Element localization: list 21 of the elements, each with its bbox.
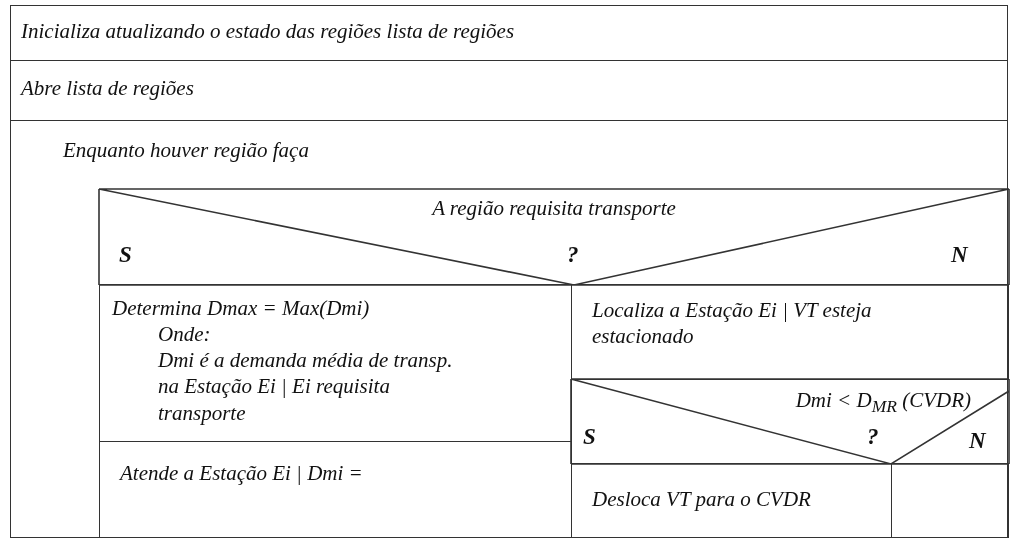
note-text: Dmi é a demanda média de transp. na Estação Ei | Ei requisita transporte (158, 347, 454, 426)
process-box: Abre lista de regiões (10, 60, 1008, 121)
process-box (99, 284, 572, 442)
condition-text: Dmi < D$_{MR}$ (CVDR) (794, 387, 971, 419)
process-box: Inicializa atualizando o estado das regiões lista de regiões (10, 5, 1008, 61)
note-text: Onde: (158, 321, 211, 348)
step-text: Determina Dmax = Max(Dmi) (112, 295, 370, 322)
condition-text: A região requisita transporte (430, 195, 677, 222)
loop-condition: Enquanto houver região faça (63, 137, 309, 164)
process-box: Atende a Estação Ei | Dmi = (99, 441, 572, 538)
no-label: N (969, 427, 986, 455)
question-mark: ? (867, 423, 879, 451)
no-label: N (951, 241, 968, 269)
decision-box (99, 189, 1009, 285)
empty-box (891, 463, 1009, 538)
yes-label: S (119, 241, 132, 269)
loop-box (10, 120, 1008, 538)
process-box: Localiza a Estação Ei | VT esteja estacionado (571, 284, 1009, 380)
yes-label: S (583, 423, 596, 451)
question-mark: ? (567, 241, 579, 269)
decision-box (571, 379, 1009, 464)
